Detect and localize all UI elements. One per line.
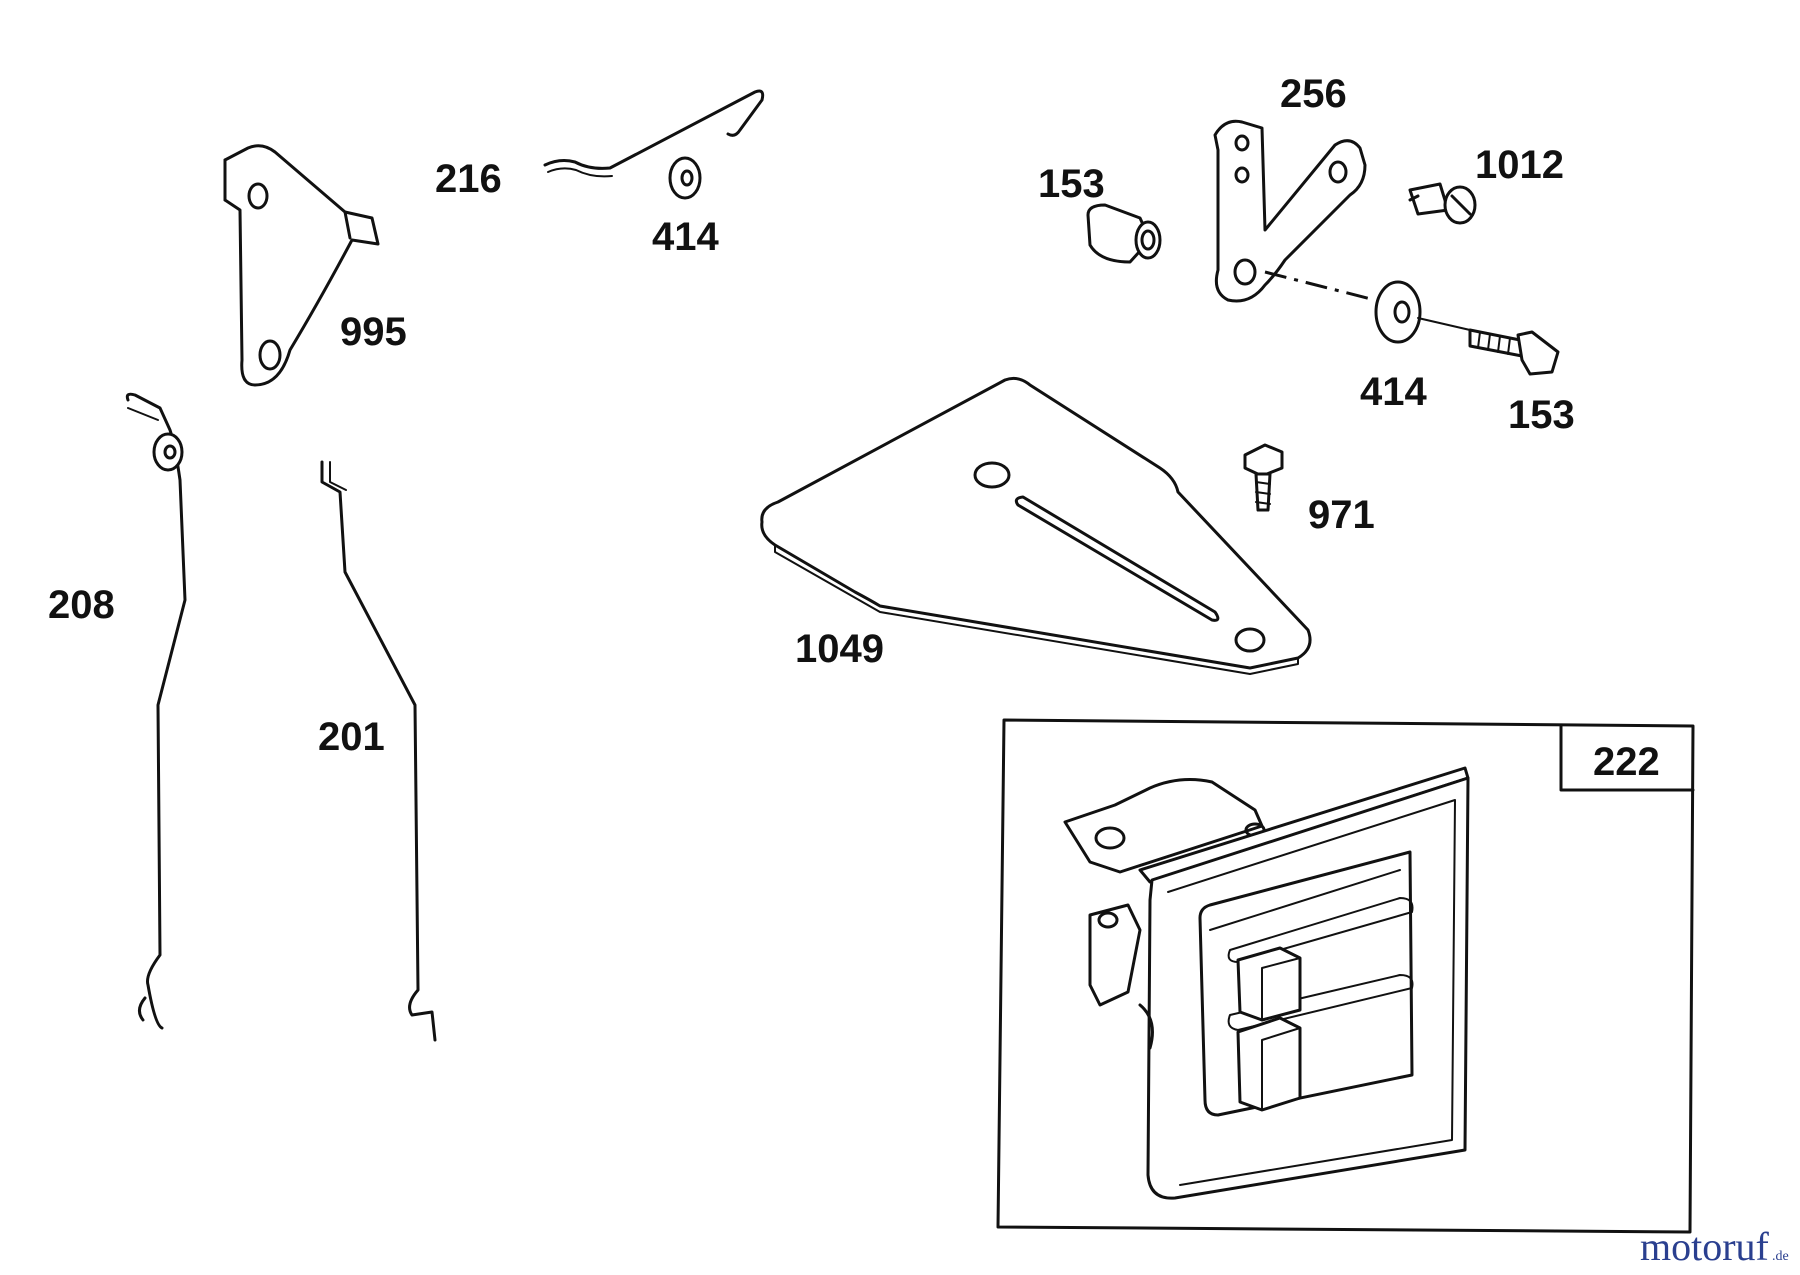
part-153-bolt	[1468, 328, 1560, 376]
label-1049: 1049	[795, 627, 884, 671]
label-216: 216	[435, 157, 502, 201]
part-256-lever	[1213, 119, 1367, 303]
part-1049-plate	[760, 376, 1312, 675]
assembly-axis-line	[1264, 270, 1376, 302]
label-208: 208	[48, 583, 115, 627]
part-222-governor-assembly	[1063, 766, 1470, 1200]
part-1012-screw	[1408, 182, 1477, 225]
label-995: 995	[340, 310, 407, 354]
label-414-upper: 414	[652, 215, 719, 259]
watermark-suffix: .de	[1772, 1249, 1789, 1264]
part-216-link-wire	[543, 89, 765, 178]
part-222-inset-box	[996, 718, 1695, 1234]
label-1012: 1012	[1475, 143, 1564, 187]
label-971: 971	[1308, 493, 1375, 537]
axis-line-end	[1417, 317, 1471, 331]
part-208-link-rod	[125, 392, 187, 1030]
label-153-lower: 153	[1508, 393, 1575, 437]
label-201: 201	[318, 715, 385, 759]
part-153-spacer	[1086, 203, 1162, 264]
part-414-washer-upper	[668, 156, 702, 200]
label-256: 256	[1280, 72, 1347, 116]
part-995-bracket	[223, 144, 380, 387]
label-414-lower: 414	[1360, 370, 1427, 414]
part-971-bolt	[1243, 443, 1284, 512]
label-222: 222	[1593, 740, 1660, 784]
watermark-text: motoruf	[1640, 1224, 1770, 1269]
part-201-governor-rod	[320, 460, 437, 1042]
label-153-upper: 153	[1038, 162, 1105, 206]
part-414-washer-lower	[1374, 280, 1422, 344]
